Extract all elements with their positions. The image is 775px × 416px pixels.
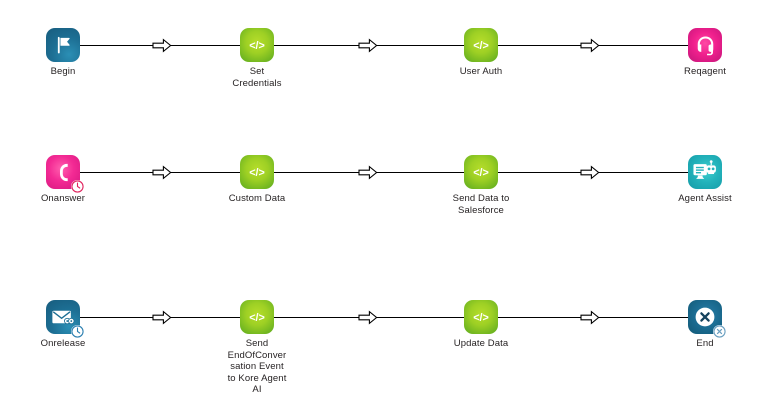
workflow-node-custom-data[interactable]: </> Custom Data (197, 155, 317, 205)
node-label: Onrelease (40, 338, 86, 349)
node-icon-wrap: </> (464, 155, 498, 189)
workflow-node-reqagent[interactable]: Reqagent (645, 28, 765, 78)
flow-arrow-icon (358, 37, 378, 53)
node-icon-wrap (46, 28, 80, 62)
code-icon[interactable]: </> (464, 300, 498, 334)
node-label: Onanswer (40, 193, 86, 204)
workflow-node-set-credentials[interactable]: </> Set Credentials (197, 28, 317, 89)
close-badge-grey (713, 325, 726, 338)
workflow-node-send-endofconversation-event[interactable]: </> Send EndOfConver sation Event to Kore… (197, 300, 317, 396)
workflow-node-end[interactable]: End (645, 300, 765, 350)
workflow-node-update-data[interactable]: </> Update Data (421, 300, 541, 350)
node-label: Custom Data (228, 193, 286, 204)
flow-arrow-icon (152, 309, 172, 325)
flow-arrow-icon (580, 309, 600, 325)
node-icon-wrap (46, 155, 84, 193)
node-icon-wrap (688, 300, 726, 338)
flow-arrow-icon (580, 37, 600, 53)
flag-icon[interactable] (46, 28, 80, 62)
workflow-node-onrelease[interactable]: Onrelease (3, 300, 123, 350)
workflow-node-onanswer[interactable]: Onanswer (3, 155, 123, 205)
flow-arrow-icon (358, 164, 378, 180)
node-label: Agent Assist (678, 193, 732, 204)
svg-text:</>: </> (473, 40, 489, 52)
headset-icon[interactable] (688, 28, 722, 62)
node-label: Send EndOfConver sation Event to Kore Ag… (227, 338, 287, 395)
node-icon-wrap: </> (240, 28, 274, 62)
code-icon[interactable]: </> (240, 28, 274, 62)
workflow-node-agent-assist[interactable]: Agent Assist (645, 155, 765, 205)
flow-arrow-icon (152, 37, 172, 53)
flow-arrow-icon (152, 164, 172, 180)
code-icon[interactable]: </> (464, 28, 498, 62)
robot-monitor-icon[interactable] (688, 155, 722, 189)
flow-arrow-icon (358, 309, 378, 325)
clock-badge-blue (71, 325, 84, 338)
clock-badge-red (71, 180, 84, 193)
workflow-node-begin[interactable]: Begin (3, 28, 123, 78)
node-label: Send Data to Salesforce (452, 193, 510, 216)
node-icon-wrap: </> (464, 300, 498, 334)
node-label: Set Credentials (232, 66, 282, 89)
node-icon-wrap: </> (464, 28, 498, 62)
node-icon-wrap (688, 28, 722, 62)
node-label: Update Data (453, 338, 509, 349)
node-icon-wrap: </> (240, 155, 274, 189)
code-icon[interactable]: </> (240, 300, 274, 334)
svg-text:</>: </> (249, 40, 265, 52)
code-icon[interactable]: </> (464, 155, 498, 189)
node-icon-wrap: </> (240, 300, 274, 334)
flow-arrow-icon (580, 164, 600, 180)
workflow-node-user-auth[interactable]: </> User Auth (421, 28, 541, 78)
node-label: End (696, 338, 714, 349)
svg-text:</>: </> (249, 312, 265, 324)
svg-text:</>: </> (473, 312, 489, 324)
node-icon-wrap (688, 155, 722, 189)
workflow-node-send-data-to-salesforce[interactable]: </> Send Data to Salesforce (421, 155, 541, 216)
svg-text:</>: </> (473, 167, 489, 179)
node-label: User Auth (459, 66, 503, 77)
node-icon-wrap (46, 300, 84, 338)
node-label: Begin (50, 66, 76, 77)
node-label: Reqagent (683, 66, 726, 77)
svg-text:</>: </> (249, 167, 265, 179)
code-icon[interactable]: </> (240, 155, 274, 189)
